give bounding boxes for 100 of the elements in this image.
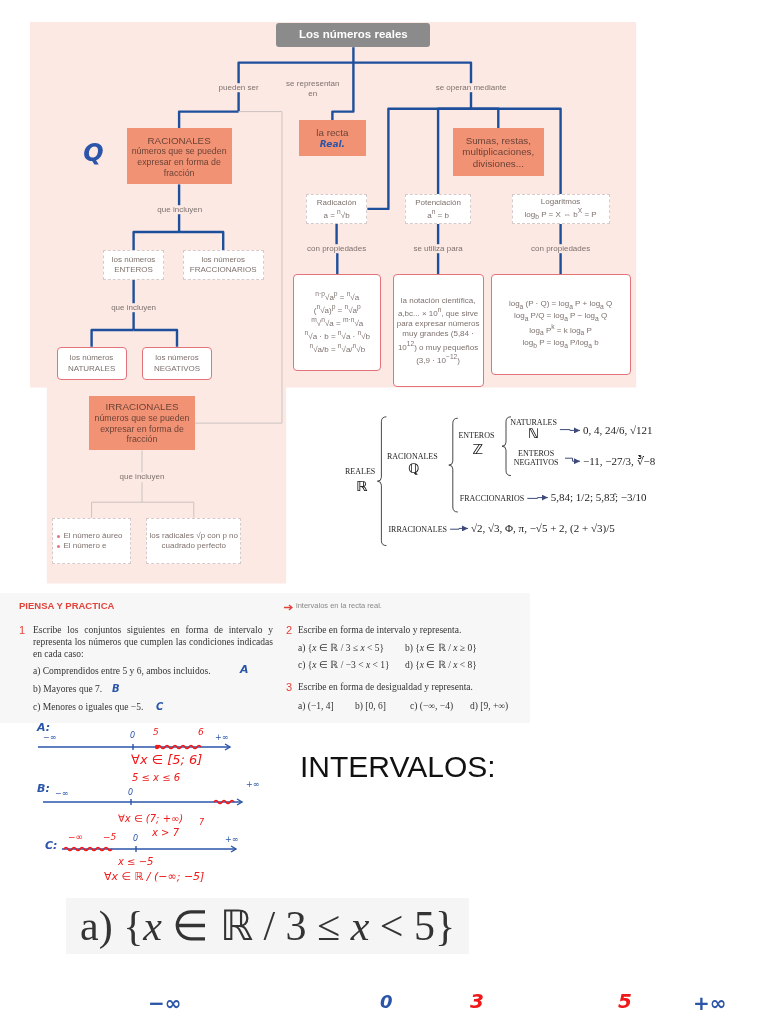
formula-text: $^{n·p}$√a$^{p}$ = $^{n}$√a — [315, 289, 360, 303]
box-text: los radicales √p con p no cuadrado perfecto — [148, 531, 239, 551]
formula-text: $^{n}$√a · b = $^{n}$√a · $^{n}$√b — [304, 328, 370, 342]
tick-label: 0 — [128, 788, 134, 798]
handwritten-letter: Q — [83, 139, 104, 168]
formula-text: $^{m}$√$^{n}$√a = $^{m·n}$√a — [311, 315, 364, 329]
tick-label: 0 — [380, 992, 393, 1013]
example-list: √2, √3, Φ, π, −√5 + 2, (2 + √3)/5 — [471, 521, 615, 535]
connector-line — [335, 223, 339, 274]
box-text: a = $^{n}$√b — [323, 207, 350, 220]
example-list: −11, −27/3, ∛−8 — [583, 454, 656, 468]
box-heading: Potenciación — [415, 197, 461, 208]
exercise-text: Escribe los conjuntos siguientes en forma de intervalo y representa los números que cumplen las condiciones indicadas en cada caso: — [33, 624, 273, 660]
connector-line — [471, 107, 562, 195]
example-list: 5,84; 1/2; 5,83̂; −3/10 — [550, 491, 647, 505]
exercise-item: c) {x ∈ ℝ / −3 < x < 1} — [298, 660, 390, 671]
edge-label: se operan mediante — [433, 83, 509, 93]
category-label: ENTEROS — [458, 430, 495, 440]
example-list: 0, 4, 24/6, √121 — [583, 423, 653, 437]
category-label: IRRACIONALES — [388, 524, 448, 534]
edge-label: que incluyen — [109, 302, 159, 313]
concept-box — [146, 517, 242, 564]
arrow — [564, 457, 581, 465]
tick-label: +∞ — [215, 733, 229, 743]
concept-box — [511, 194, 610, 224]
box-text: los números FRACCIONARIOS — [188, 255, 258, 275]
exercise-item: b) [0, 6] — [355, 701, 386, 712]
formula-text: log$_{a}$ P/Q = log$_{a}$ P − log$_{a}$ Q — [513, 310, 608, 324]
tick-label: +∞ — [693, 992, 727, 1015]
connector-line — [436, 107, 471, 195]
formula-text: log$_{a}$ P$^{k}$ = k log$_{a}$ P — [529, 323, 592, 338]
tick-label: 6 — [198, 727, 204, 738]
math-expression: a) {x ∈ ℝ / 3 ≤ x < 5} — [66, 898, 470, 955]
arrow — [449, 525, 469, 532]
property-box — [490, 274, 631, 375]
formula-text: ($^{n}$√a)$^{p}$ = $^{n}$√a$^{p}$ — [313, 302, 361, 316]
exercise-item: b) Mayores que 7. — [33, 684, 103, 695]
connector-line — [194, 111, 283, 424]
exercise-item: a) Comprendidos entre 5 y 6, ambos incluidos. — [33, 666, 211, 677]
property-box — [293, 274, 382, 371]
exercise-item: a) {x ∈ ℝ / 3 ≤ x < 5} — [298, 643, 385, 654]
handwritten-letter: A — [240, 664, 249, 677]
tick-label: −∞ — [43, 733, 57, 743]
set-symbol: ℝ — [356, 478, 368, 495]
exercise-item: a) (−1, 4] — [298, 701, 334, 712]
edge-label: pueden ser — [216, 83, 261, 93]
concept-box — [126, 128, 232, 185]
tick-label: 5 — [618, 990, 632, 1013]
exercise-item: c) (−∞, −4) — [410, 701, 454, 712]
connector-line — [91, 501, 143, 519]
concept-box — [305, 194, 368, 224]
set-symbol: ℤ — [472, 440, 483, 457]
connector-line — [237, 61, 354, 112]
property-box — [56, 346, 127, 381]
concept-box — [405, 194, 471, 224]
edge-label: que incluyen — [117, 472, 167, 482]
box-text: los números NEGATIVOS — [152, 353, 202, 374]
formula-text: $^{n}$√a/b = $^{n}$√a/$^{n}$√b — [309, 341, 366, 355]
handwritten-letter: A: — [37, 722, 51, 735]
exercise-text: Escribe en forma de desigualdad y representa. — [298, 682, 473, 693]
connector-line — [141, 501, 195, 519]
handwritten-note: Real. — [319, 138, 345, 150]
exercise-number: 2 — [286, 624, 293, 637]
title-box — [276, 23, 431, 48]
box-heading: la recta — [316, 126, 349, 139]
tick-label: −∞ — [148, 992, 182, 1015]
connector-line — [331, 62, 355, 120]
box-heading: El número áureo — [63, 531, 123, 541]
property-box — [142, 346, 212, 381]
connector-line — [179, 230, 225, 251]
box-text: log$_{b}$ P = X ⇔ b$^{X}$ = P — [524, 206, 597, 221]
handwritten-note: x > 7 — [152, 827, 180, 839]
tick-label: 0 — [130, 731, 136, 741]
exercise-number: 1 — [19, 624, 26, 637]
edge-label: con propiedades — [305, 244, 369, 254]
tick-label: +∞ — [246, 780, 260, 790]
connector-line — [353, 61, 473, 109]
edge-label: se utiliza para — [411, 244, 465, 254]
tick-label: −∞ — [55, 789, 69, 799]
concept-box — [182, 250, 264, 280]
edge-label: con propiedades — [529, 244, 593, 254]
tick-label: +∞ — [225, 835, 239, 845]
box-text: los números NATURALES — [66, 353, 117, 374]
category-label: ENTEROS NEGATIVOS — [510, 449, 562, 468]
box-heading: Logaritmos — [540, 196, 581, 207]
connector-line — [90, 328, 134, 347]
handwritten-note: ∀x ∈ (7; +∞) — [118, 813, 184, 825]
connector-line — [132, 230, 180, 251]
handwritten-note: x ≤ −5 — [118, 856, 154, 868]
connector-line — [352, 47, 355, 63]
section-heading: PIENSA Y PRACTICA — [19, 601, 115, 612]
box-text: Sumas, restas, multiplicaciones, divisiones... — [461, 134, 536, 170]
exercise-number: 3 — [286, 681, 293, 694]
formula-text: log$_{a}$ (P · Q) = log$_{a}$ P + log$_{a}$ Q — [508, 298, 613, 311]
handwritten-note: ∀x ∈ ℝ / (−∞; −5] — [104, 871, 205, 884]
box-heading: Radicación — [316, 197, 357, 208]
handwritten-letter: B — [112, 683, 120, 695]
exercise-item: c) Menores o iguales que −5. — [33, 702, 144, 713]
box-heading: IRRACIONALES — [105, 401, 179, 414]
concept-box — [102, 250, 165, 280]
